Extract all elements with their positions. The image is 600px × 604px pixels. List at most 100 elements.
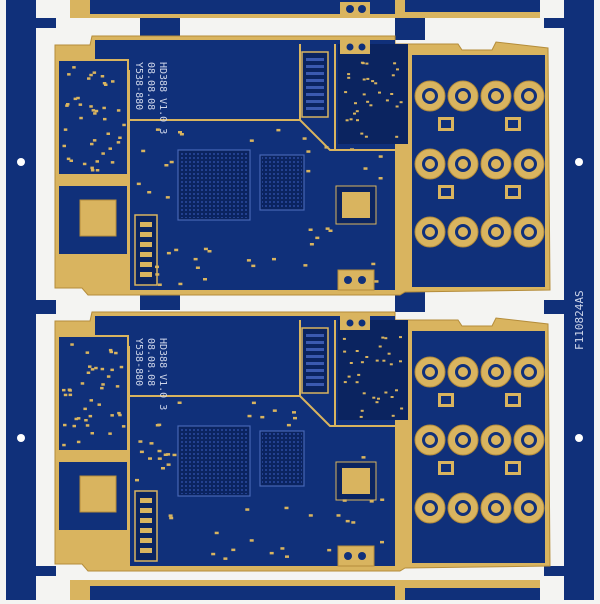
smd-part	[84, 419, 88, 422]
smd-part	[101, 383, 105, 386]
smd-part	[272, 409, 277, 412]
smd-part	[110, 161, 115, 164]
square-pad-inner	[508, 188, 518, 196]
top-contact-hole	[346, 43, 354, 51]
smd-part	[380, 540, 384, 544]
smd-part	[141, 149, 146, 153]
keypad-pad-dot	[425, 159, 435, 169]
smd-part	[246, 259, 251, 262]
smd-part	[384, 391, 388, 394]
smd-part	[94, 109, 99, 113]
smd-part	[74, 417, 78, 421]
keypad-pad-dot	[458, 91, 468, 101]
smd-part	[375, 359, 379, 362]
smd-part	[166, 453, 171, 456]
smd-part	[280, 547, 285, 550]
silk-line: 08.08.08	[145, 338, 156, 386]
silk-line: Y538-880	[133, 62, 144, 110]
smd-part	[247, 414, 252, 418]
fpc-pin	[306, 58, 324, 61]
smd-part	[396, 68, 399, 71]
fpc-connector	[301, 327, 329, 394]
smd-part	[106, 375, 111, 378]
qfn-chip	[342, 192, 370, 218]
connector-pad	[79, 199, 117, 237]
smd-part	[395, 389, 398, 392]
fpc-pin	[306, 376, 324, 379]
smd-part	[169, 160, 174, 164]
smd-part	[315, 236, 320, 240]
smd-part	[73, 97, 78, 101]
silk-board-label: HD388 V1.0 308.08.08Y538-880	[133, 62, 168, 134]
smd-part	[269, 551, 274, 555]
right-rail	[564, 0, 594, 600]
smd-part	[101, 152, 105, 155]
smd-part	[92, 71, 97, 74]
fpc-pin	[306, 79, 324, 82]
smd-part	[384, 337, 388, 340]
fpc-pin	[306, 72, 324, 75]
smd-part	[361, 62, 365, 65]
smd-part	[308, 228, 313, 231]
smd-part	[114, 351, 118, 355]
smd-part	[369, 104, 373, 107]
keypad-pad-dot	[524, 159, 534, 169]
smd-part	[100, 367, 105, 371]
smd-part	[89, 73, 93, 77]
smd-part	[165, 196, 170, 199]
smd-part	[374, 82, 378, 85]
smd-part	[342, 499, 347, 502]
square-pad-inner	[508, 396, 518, 404]
smd-part	[393, 62, 397, 65]
smd-part	[62, 443, 66, 447]
sim-contact	[140, 528, 152, 533]
smd-part	[179, 133, 184, 136]
smd-part	[375, 401, 379, 404]
rf-shield-area	[338, 44, 408, 144]
smd-part	[139, 450, 144, 454]
smd-part	[110, 368, 114, 372]
smd-part	[76, 96, 80, 100]
smd-part	[157, 283, 162, 286]
smd-part	[76, 417, 81, 420]
sim-contact	[140, 508, 152, 513]
smd-part	[92, 139, 97, 142]
smd-part	[157, 449, 162, 453]
bga-memory-balls	[262, 433, 302, 484]
smd-part	[147, 191, 152, 194]
smd-part	[356, 119, 359, 122]
smd-part	[395, 105, 399, 108]
smd-part	[100, 75, 105, 78]
smd-part	[292, 411, 296, 414]
smd-part	[245, 508, 250, 511]
smd-part	[66, 157, 71, 161]
fpc-pin	[306, 100, 324, 103]
smd-part	[327, 548, 332, 552]
smd-part	[293, 416, 297, 420]
smd-part	[95, 160, 99, 163]
smd-part	[355, 350, 359, 352]
square-pad-inner	[508, 464, 518, 472]
smd-part	[72, 66, 76, 69]
silk-line: Y538-880	[133, 338, 144, 386]
smd-part	[361, 456, 366, 459]
smd-part	[362, 78, 366, 81]
keypad-pad-dot	[425, 503, 435, 513]
smd-part	[68, 393, 73, 397]
smd-part	[366, 77, 370, 80]
smd-part	[94, 366, 98, 370]
smd-part	[155, 265, 159, 269]
smd-part	[102, 106, 106, 110]
smd-part	[349, 118, 353, 121]
smd-part	[85, 424, 90, 427]
smd-part	[272, 257, 276, 261]
keypad-pad-dot	[524, 91, 534, 101]
smd-part	[138, 440, 143, 443]
smd-part	[365, 62, 369, 65]
smd-part	[344, 91, 348, 94]
trace-lines	[130, 320, 405, 427]
board-2: HD388 V1.0 308.08.08Y538-880	[54, 311, 551, 572]
smd-part	[149, 442, 154, 445]
sim-contact	[140, 518, 152, 523]
